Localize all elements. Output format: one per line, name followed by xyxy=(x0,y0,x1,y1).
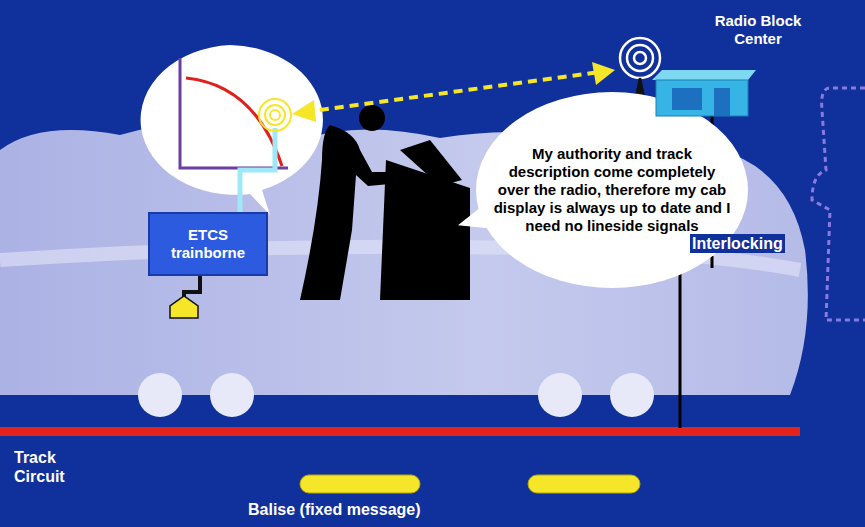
arrowhead xyxy=(592,62,615,85)
antenna-ring xyxy=(634,52,646,64)
rbc-antenna xyxy=(620,38,660,78)
driver-head xyxy=(359,105,385,131)
bubble-ellipse xyxy=(476,92,748,288)
wheel xyxy=(138,373,182,417)
building-outline xyxy=(652,70,756,116)
building-wall xyxy=(656,80,748,116)
antenna-ring xyxy=(259,99,291,131)
graph-axes xyxy=(180,58,288,168)
wheel xyxy=(538,373,582,417)
next-train-outline xyxy=(812,88,865,320)
cab-display xyxy=(400,140,462,186)
node-text: My authority and track description come … xyxy=(489,141,735,239)
node-text: ETCS trainborne xyxy=(150,222,266,266)
graph-bubble xyxy=(141,45,323,215)
track-circuit-rail xyxy=(0,427,800,436)
interlocking-wire xyxy=(711,256,714,268)
building-door xyxy=(714,88,730,116)
radio-block-center-building: Radio Block Center xyxy=(652,70,756,116)
building-window xyxy=(672,88,702,110)
antenna-ring xyxy=(627,45,653,71)
wheel xyxy=(210,373,254,417)
track-circuit-label: Track Circuit xyxy=(12,448,86,486)
wheel xyxy=(610,373,654,417)
balise-label: Balise (fixed message) xyxy=(246,500,423,519)
wheels xyxy=(138,373,654,417)
arrowhead xyxy=(292,100,316,122)
balise-reader xyxy=(170,296,198,318)
antenna-feed xyxy=(240,128,275,214)
trainborne-box: ETCS trainborne xyxy=(148,212,268,276)
train-antenna xyxy=(259,99,291,131)
interlocking-label: Interlocking xyxy=(690,234,785,253)
antenna-ring xyxy=(620,38,660,78)
node-heading: Radio Block Center xyxy=(710,12,806,48)
balise xyxy=(528,475,640,493)
antenna-ring xyxy=(265,105,285,125)
building-roof xyxy=(652,70,756,80)
balise xyxy=(300,475,420,493)
antenna-ring xyxy=(270,110,280,120)
driver-silhouette xyxy=(300,105,470,300)
speech-bubble: My authority and track description come … xyxy=(450,92,750,288)
